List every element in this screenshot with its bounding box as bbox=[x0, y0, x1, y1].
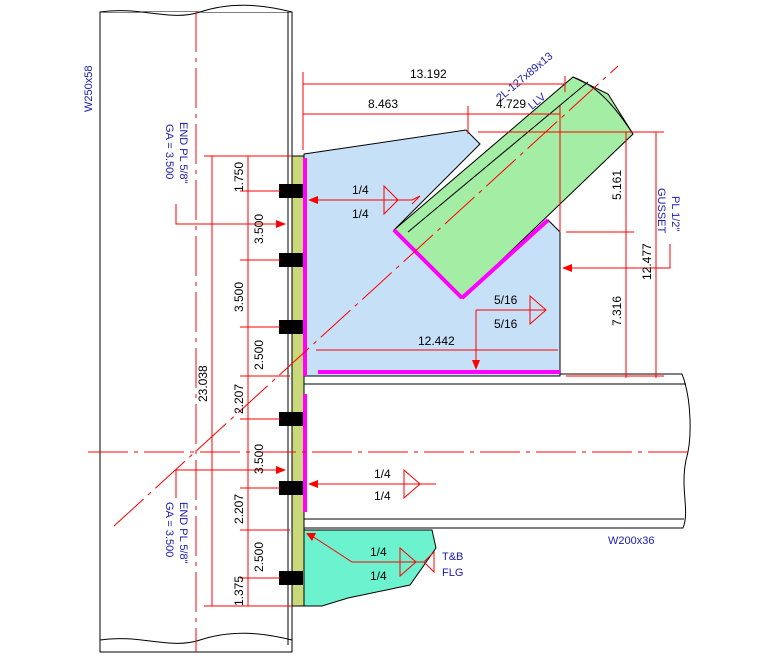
dim-2207-a: 2.207 bbox=[232, 384, 246, 414]
arrowhead bbox=[308, 196, 318, 204]
weld2-fillet bbox=[529, 294, 547, 326]
dim-23038: 23.038 bbox=[196, 365, 210, 402]
brace-centerline bbox=[113, 65, 619, 527]
column-label: W250x58 bbox=[83, 66, 95, 112]
dim-13192: 13.192 bbox=[410, 67, 447, 81]
dim-1750: 1.750 bbox=[232, 162, 246, 192]
weld1-size-top: 1/4 bbox=[352, 183, 369, 197]
column-break-top bbox=[99, 4, 293, 16]
brace-leg-line bbox=[407, 81, 589, 233]
beam bbox=[302, 373, 691, 529]
bolt bbox=[279, 481, 303, 495]
arrowhead bbox=[306, 533, 316, 541]
arrowhead bbox=[276, 466, 286, 474]
dim-3500-b: 3.500 bbox=[232, 282, 246, 312]
weld-brace-right bbox=[460, 218, 550, 300]
beam-label: W200x36 bbox=[608, 535, 654, 547]
weld1-size-bottom: 1/4 bbox=[352, 207, 369, 221]
weld1-arrow bbox=[411, 195, 421, 205]
welds bbox=[303, 158, 560, 512]
arrowhead bbox=[472, 360, 480, 370]
bolts bbox=[279, 184, 303, 585]
weld4-fillet bbox=[399, 546, 417, 578]
end-plate-top-leader bbox=[175, 204, 282, 225]
weld3-size-top: 1/4 bbox=[374, 467, 391, 481]
dim-7316: 7.316 bbox=[610, 296, 624, 326]
arrowhead bbox=[276, 220, 286, 228]
centerlines bbox=[88, 12, 690, 652]
end-plate-bottom-ga: GA = 3.500 bbox=[163, 502, 175, 557]
bolt bbox=[279, 184, 303, 198]
brace-break bbox=[572, 76, 634, 135]
weld4-tail bbox=[423, 550, 435, 574]
bolt bbox=[279, 320, 303, 334]
bolt bbox=[279, 253, 303, 267]
arrowhead bbox=[308, 480, 318, 488]
gusset-leader bbox=[566, 244, 671, 269]
weld4-size-top: 1/4 bbox=[370, 545, 387, 559]
weld4-note-tb: T&B bbox=[442, 551, 463, 563]
bolt bbox=[279, 571, 303, 585]
arrowheads bbox=[276, 196, 572, 541]
dim-3500-a: 3.500 bbox=[252, 214, 266, 244]
bottom-stiffener bbox=[303, 529, 437, 607]
weld-brace-left bbox=[392, 228, 464, 300]
dim-2207-b: 2.207 bbox=[232, 494, 246, 524]
weld2-size-bottom: 5/16 bbox=[494, 317, 518, 331]
end-plate-top-ga: GA = 3.500 bbox=[163, 124, 175, 179]
dim-8463: 8.463 bbox=[368, 97, 398, 111]
weld2-size-top: 5/16 bbox=[494, 293, 518, 307]
dim-12477: 12.477 bbox=[640, 243, 654, 280]
weld4-size-bottom: 1/4 bbox=[370, 569, 387, 583]
dim-2500-b: 2.500 bbox=[252, 542, 266, 572]
column-break-bottom bbox=[99, 632, 293, 644]
weld1-fillet bbox=[383, 184, 399, 216]
dim-3500-c: 3.500 bbox=[252, 444, 266, 474]
dim-4729: 4.729 bbox=[496, 97, 526, 111]
dim-2500-a: 2.500 bbox=[252, 340, 266, 370]
weld4-note-flg: FLG bbox=[442, 567, 463, 579]
dimension-lines bbox=[175, 72, 664, 607]
weld3-fillet bbox=[403, 468, 421, 500]
dim-1375: 1.375 bbox=[232, 576, 246, 606]
weld3-size-bottom: 1/4 bbox=[374, 489, 391, 503]
dim-12442: 12.442 bbox=[418, 334, 455, 348]
arrowhead bbox=[562, 264, 572, 272]
end-plate-top-label: END PL 5/8" bbox=[177, 122, 189, 184]
dim-5161: 5.161 bbox=[610, 170, 624, 200]
gusset-thickness: PL 1/2" bbox=[669, 196, 681, 231]
gusset-label: GUSSET bbox=[655, 188, 667, 234]
end-plate bbox=[291, 155, 305, 607]
weld-symbols bbox=[311, 184, 671, 578]
bolt bbox=[279, 412, 303, 426]
end-plate-bottom-leader bbox=[175, 469, 282, 498]
beam-outline bbox=[302, 373, 691, 529]
end-plate-bottom-label: END PL 5/8" bbox=[177, 502, 189, 564]
